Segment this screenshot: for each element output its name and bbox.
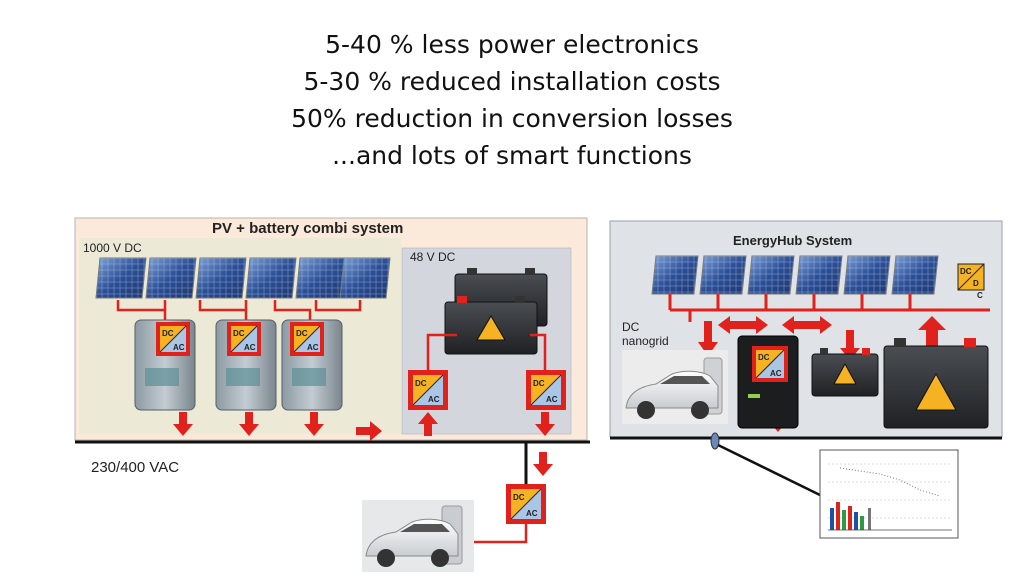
battery-icon [811, 348, 879, 397]
converter-icon: DC AC [227, 322, 261, 356]
battery-wiring [426, 333, 547, 372]
converter-ac-label: AC [770, 369, 782, 378]
left-system-title: PV + battery combi system [212, 220, 404, 237]
converter-dc-label: DC [415, 379, 427, 388]
converter-d-label: D [973, 279, 979, 288]
arrow-icon [356, 421, 382, 441]
car-charging-wire [472, 524, 528, 544]
grid-voltage-label: 230/400 VAC [91, 459, 180, 476]
converter-ac-label: AC [307, 343, 319, 352]
converter-dc-label: DC [296, 329, 308, 338]
right-solar-array [651, 255, 939, 295]
converter-icon: DC AC [408, 370, 448, 410]
solar-panel-icon [747, 255, 795, 295]
converter-ac-label: AC [546, 395, 558, 404]
converter-dc-label: DC [960, 267, 972, 276]
arrow-icon [304, 412, 324, 436]
solar-panel-icon [339, 257, 391, 299]
left-pv-wiring [116, 300, 362, 322]
arrow-icon [533, 452, 553, 476]
arrow-icon [698, 321, 718, 356]
arrow-icon [239, 412, 259, 436]
solar-panel-icon [891, 255, 939, 295]
solar-panel-icon [245, 257, 297, 299]
solar-panel-icon [145, 257, 197, 299]
solar-panel-icon [795, 255, 843, 295]
headline-line-1: 5-40 % less power electronics [325, 30, 699, 59]
converter-icon: DC AC [526, 370, 566, 410]
right-dc-bus [668, 294, 990, 322]
converter-icon: DC AC [752, 346, 788, 382]
arrow-icon [718, 316, 768, 334]
nanogrid-label: DC nanogrid [622, 320, 669, 348]
arrow-icon [782, 316, 832, 334]
converter-icon: DC AC [290, 322, 324, 356]
converter-c-label: C [977, 291, 983, 300]
converter-dc-label: DC [162, 329, 174, 338]
meter-sensor-icon [710, 432, 720, 450]
headline: 5-40 % less power electronics 5-30 % red… [0, 26, 1024, 174]
headline-line-3: 50% reduction in conversion losses [291, 104, 733, 133]
battery-icon [444, 296, 538, 355]
solar-panel-icon [699, 255, 747, 295]
headline-line-2: 5-30 % reduced installation costs [303, 67, 721, 96]
converter-ac-label: AC [244, 343, 256, 352]
converter-dc-label: DC [513, 493, 525, 502]
converter-ac-label: AC [173, 343, 185, 352]
chart-thumbnail [819, 449, 959, 539]
solar-panel-icon [195, 257, 247, 299]
arrow-icon [418, 412, 438, 436]
battery-icon [883, 338, 989, 429]
solar-panel-icon [295, 257, 347, 299]
solar-panel-icon [95, 257, 147, 299]
converter-icon: DC AC [156, 322, 190, 356]
converter-dc-label: DC [533, 379, 545, 388]
right-system-title: EnergyHub System [733, 233, 853, 248]
converter-dc-label: DC [233, 329, 245, 338]
converter-ac-label: AC [428, 395, 440, 404]
solar-panel-icon [651, 255, 699, 295]
pv-voltage-label: 1000 V DC [83, 241, 142, 255]
left-bus-arrows [173, 412, 555, 441]
arrow-icon [535, 412, 555, 436]
left-solar-array [95, 257, 391, 299]
headline-line-4: ...and lots of smart functions [332, 141, 692, 170]
meter-link-line [717, 443, 823, 498]
arrow-icon [173, 412, 193, 436]
converter-icon: DC AC [506, 484, 546, 524]
solar-panel-icon [843, 255, 891, 295]
dc-dc-converter-icon: DC D C [957, 263, 985, 300]
converter-ac-label: AC [526, 509, 538, 518]
electric-car-icon [622, 350, 728, 424]
converter-dc-label: DC [758, 353, 770, 362]
electric-car-icon [362, 500, 474, 572]
battery-voltage-label: 48 V DC [410, 250, 456, 264]
